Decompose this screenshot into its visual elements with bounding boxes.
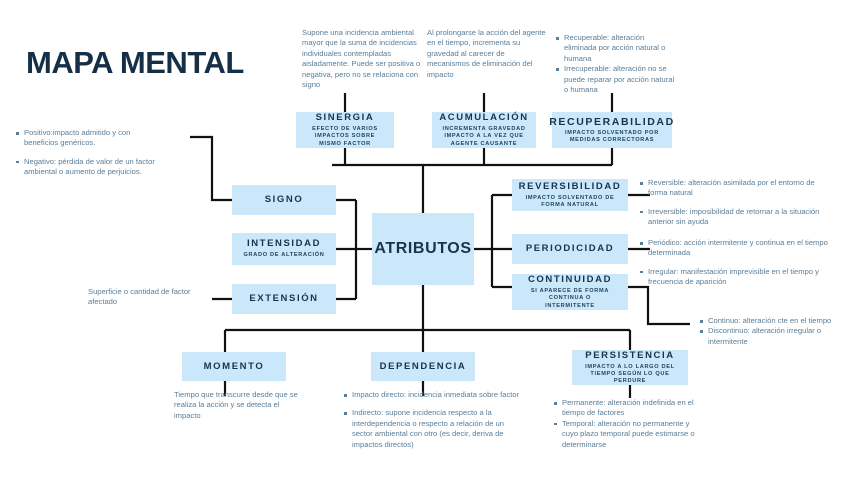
node-momento[interactable]: MOMENTO (182, 352, 286, 381)
node-atributos[interactable]: ATRIBUTOS (372, 213, 474, 285)
note-persistencia-item-2: Temporal: alteración no permanente y cuy… (554, 419, 704, 450)
note-signo: Positivo:impacto admitido y con benefici… (16, 128, 166, 178)
note-signo-item-1: Positivo:impacto admitido y con benefici… (16, 128, 166, 149)
note-extension-text: Superficie o cantidad de factor afectado (88, 287, 191, 307)
note-dependencia-item-1: Impacto directo: incidencia inmediata so… (344, 390, 522, 400)
note-recuperabilidad-item-2: Irrecuperable: alteración no se puede re… (556, 64, 678, 95)
node-acumulacion-subtitle: INCREMENTA GRAVEDAD IMPACTO A LA VEZ QUE… (442, 126, 526, 147)
node-continuidad-title: CONTINUIDAD (527, 274, 613, 286)
note-acumulacion: Al prolongarse la acción del agente en e… (427, 28, 549, 80)
note-persistencia-item-1: Permanente: alteración indefinida en el … (554, 398, 704, 419)
node-dependencia[interactable]: DEPENDENCIA (371, 352, 475, 381)
note-continuidad-item-2: Discontinuo: alteración irregular o inte… (700, 326, 840, 347)
node-acumulacion[interactable]: ACUMULACIÓN INCREMENTA GRAVEDAD IMPACTO … (432, 112, 536, 148)
node-extension-title: EXTENSIÓN (249, 293, 319, 304)
node-signo[interactable]: SIGNO (232, 185, 336, 215)
note-momento: Tiempo que transcurre desde que se reali… (174, 390, 308, 421)
node-atributos-title: ATRIBUTOS (374, 240, 472, 257)
note-reversibilidad: Reversible: alteración asimilada por el … (640, 178, 836, 228)
node-reversibilidad-subtitle: IMPACTO SOLVENTADO DE FORMA NATURAL (525, 194, 615, 208)
node-reversibilidad-title: REVERSIBILIDAD (518, 180, 622, 192)
note-recuperabilidad: Recuperable: alteración eliminada por ac… (556, 33, 678, 95)
node-recuperabilidad-subtitle: IMPACTO SOLVENTADO POR MEDIDAS CORRECTOR… (565, 129, 659, 143)
node-extension[interactable]: EXTENSIÓN (232, 284, 336, 314)
node-acumulacion-title: ACUMULACIÓN (439, 112, 529, 124)
note-dependencia: Impacto directo: incidencia inmediata so… (344, 390, 522, 450)
node-continuidad[interactable]: CONTINUIDAD SI APARECE DE FORMA CONTINUA… (512, 274, 628, 310)
node-sinergia-subtitle: EFECTO DE VARIOS IMPACTOS SOBRE MISMO FA… (312, 126, 378, 147)
note-reversibilidad-item-1: Reversible: alteración asimilada por el … (640, 178, 836, 199)
note-periodicidad-item-1: Periódico: acción intermitente y continu… (640, 238, 836, 259)
note-signo-item-2: Negativo: pérdida de valor de un factor … (16, 157, 166, 178)
note-sinergia-text: Supone una incidencia ambiental mayor qu… (302, 28, 421, 90)
node-sinergia-title: SINERGIA (315, 112, 375, 124)
note-acumulacion-text: Al prolongarse la acción del agente en e… (427, 28, 546, 79)
note-dependencia-item-2: Indirecto: supone incidencia respecto a … (344, 408, 522, 450)
node-periodicidad[interactable]: PERIODICIDAD (512, 234, 628, 264)
node-dependencia-title: DEPENDENCIA (379, 360, 467, 372)
page-title: MAPA MENTAL (26, 45, 244, 80)
note-continuidad: Continuo: alteración cte en el tiempo Di… (700, 316, 840, 347)
note-sinergia: Supone una incidencia ambiental mayor qu… (302, 28, 424, 90)
note-periodicidad: Periódico: acción intermitente y continu… (640, 238, 836, 288)
node-signo-title: SIGNO (264, 194, 304, 205)
node-recuperabilidad-title: RECUPERABILIDAD (549, 115, 675, 128)
note-extension: Superficie o cantidad de factor afectado (88, 287, 212, 308)
note-continuidad-item-1: Continuo: alteración cte en el tiempo (700, 316, 840, 326)
node-intensidad-subtitle: GRADO DE ALTERACIÓN (243, 252, 325, 259)
node-persistencia[interactable]: PERSISTENCIA IMPACTO A LO LARGO DEL TIEM… (572, 350, 688, 385)
node-periodicidad-title: PERIODICIDAD (525, 243, 615, 254)
note-recuperabilidad-item-1: Recuperable: alteración eliminada por ac… (556, 33, 678, 64)
node-intensidad[interactable]: INTENSIDAD GRADO DE ALTERACIÓN (232, 233, 336, 265)
node-reversibilidad[interactable]: REVERSIBILIDAD IMPACTO SOLVENTADO DE FOR… (512, 179, 628, 211)
note-periodicidad-item-2: Irregular: manifestación imprevisible en… (640, 267, 836, 288)
node-momento-title: MOMENTO (203, 360, 265, 372)
node-recuperabilidad[interactable]: RECUPERABILIDAD IMPACTO SOLVENTADO POR M… (549, 112, 675, 148)
node-persistencia-subtitle: IMPACTO A LO LARGO DEL TIEMPO SEGÚN LO Q… (585, 363, 675, 385)
note-reversibilidad-item-2: Irreversible: imposibilidad de retornar … (640, 207, 836, 228)
node-persistencia-title: PERSISTENCIA (585, 349, 675, 361)
node-sinergia[interactable]: SINERGIA EFECTO DE VARIOS IMPACTOS SOBRE… (296, 112, 394, 148)
node-intensidad-title: INTENSIDAD (246, 238, 322, 250)
note-momento-text: Tiempo que transcurre desde que se reali… (174, 390, 298, 420)
node-continuidad-subtitle: SI APARECE DE FORMA CONTINUA O INTERMITE… (530, 288, 610, 309)
note-persistencia: Permanente: alteración indefinida en el … (554, 398, 704, 450)
